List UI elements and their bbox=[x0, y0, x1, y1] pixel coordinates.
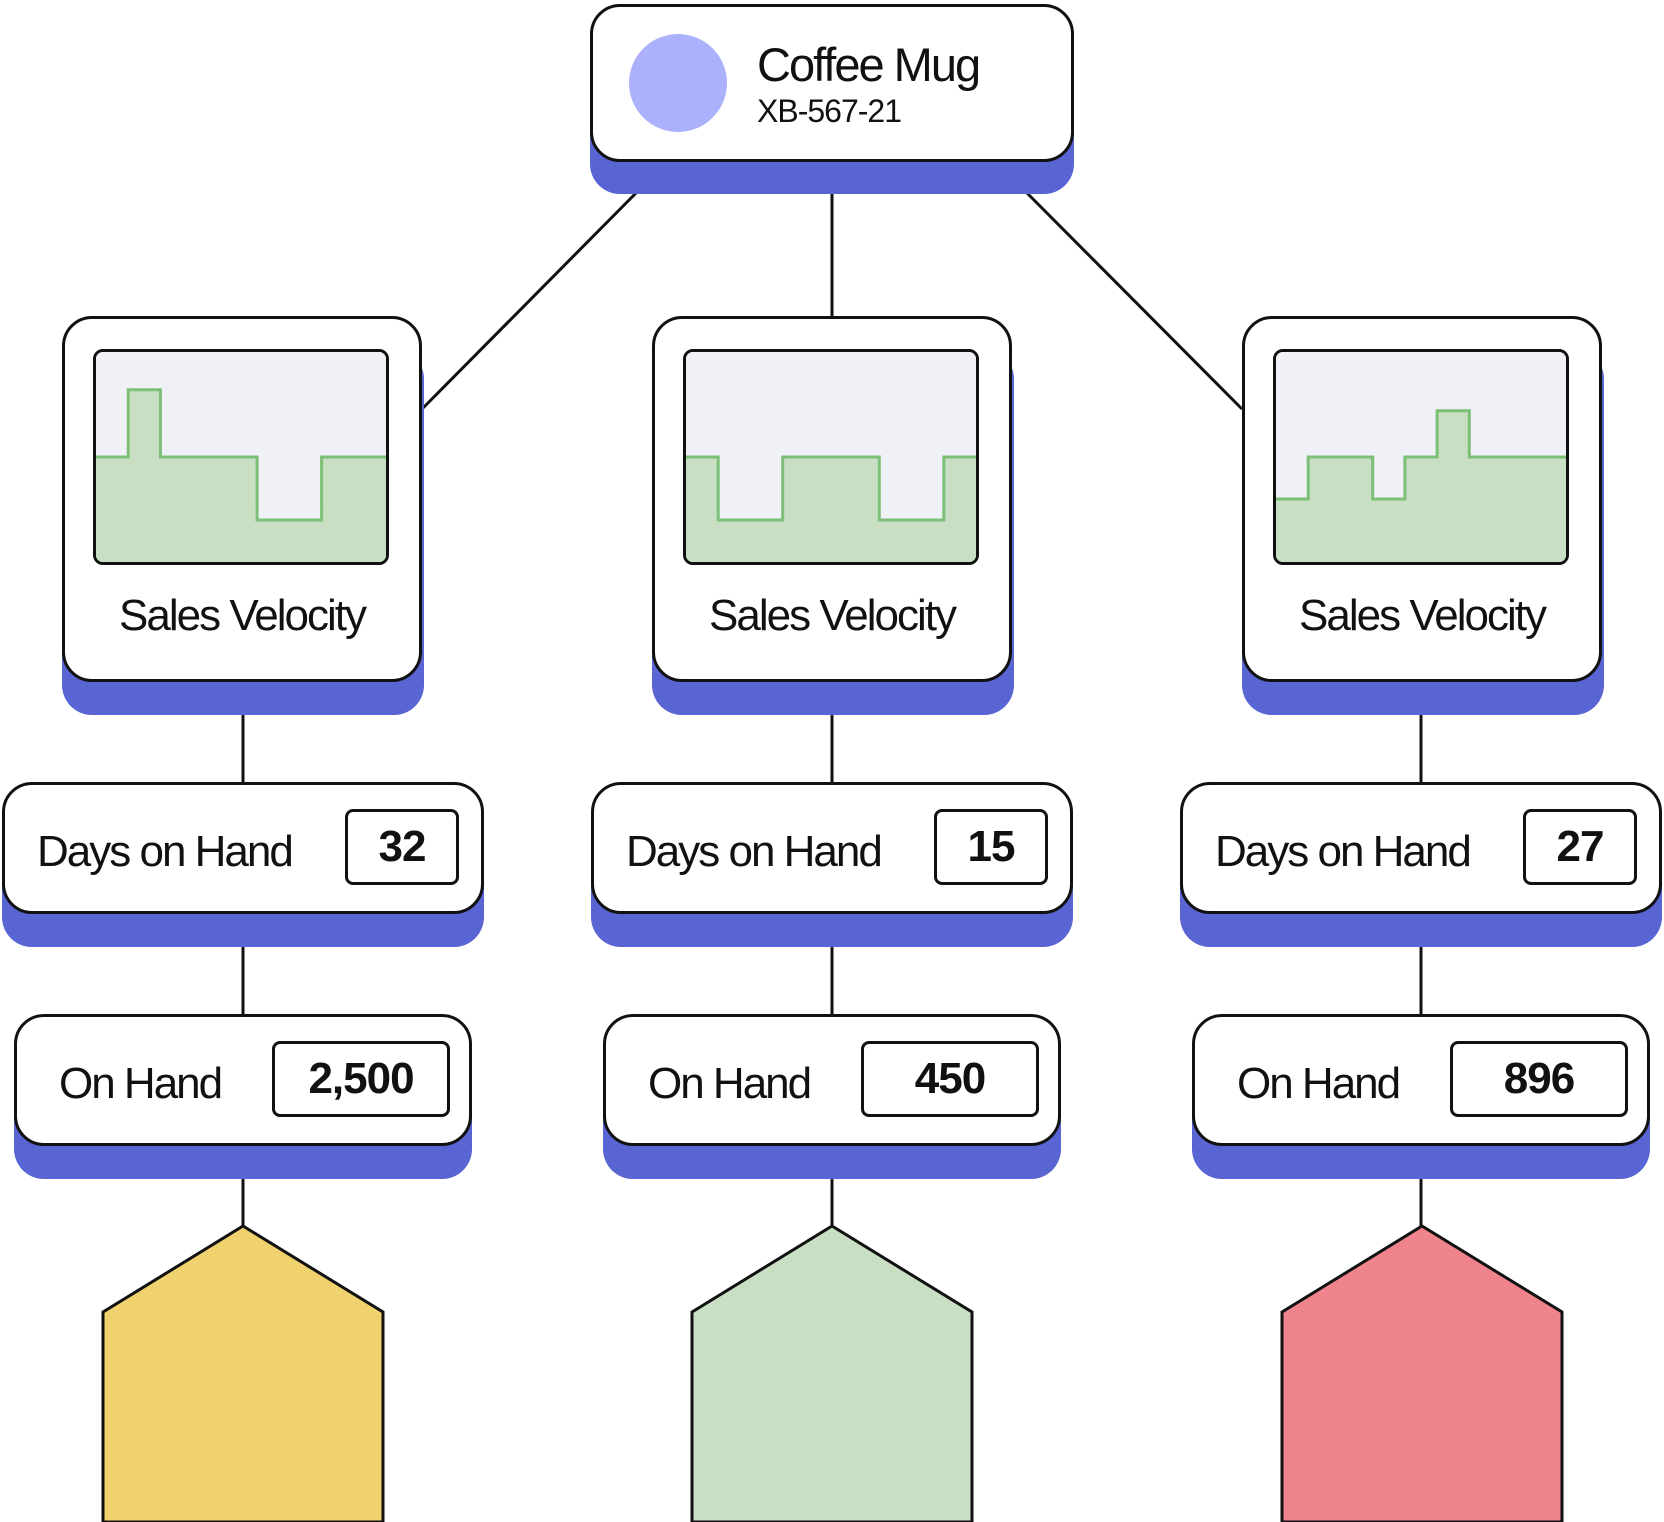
status-tag-right bbox=[1280, 1224, 1564, 1522]
on-hand-value-right: 896 bbox=[1450, 1041, 1628, 1117]
on-hand-label-left: On Hand bbox=[59, 1059, 223, 1108]
on-hand-label-center: On Hand bbox=[648, 1059, 812, 1108]
days-on-hand-label-right: Days on Hand bbox=[1215, 827, 1472, 876]
days-on-hand-value-right: 27 bbox=[1523, 809, 1637, 885]
sales-velocity-line bbox=[96, 388, 386, 522]
sales-velocity-chart-right bbox=[1273, 349, 1569, 565]
days-on-hand-card-left[interactable]: Days on Hand 32 bbox=[2, 782, 484, 914]
on-hand-card-center[interactable]: On Hand 450 bbox=[603, 1014, 1061, 1146]
sales-velocity-label-center: Sales Velocity bbox=[709, 591, 957, 640]
sales-velocity-area bbox=[686, 457, 976, 562]
product-card[interactable]: Coffee Mug XB-567-21 bbox=[590, 4, 1074, 162]
connector-root-left bbox=[420, 190, 639, 411]
days-on-hand-card-right[interactable]: Days on Hand 27 bbox=[1180, 782, 1662, 914]
product-avatar bbox=[629, 34, 727, 132]
days-on-hand-label-center: Days on Hand bbox=[626, 827, 883, 876]
product-sku: XB-567-21 bbox=[757, 93, 902, 129]
on-hand-card-right[interactable]: On Hand 896 bbox=[1192, 1014, 1650, 1146]
sales-velocity-area bbox=[96, 389, 386, 562]
days-on-hand-label-left: Days on Hand bbox=[37, 827, 294, 876]
sales-velocity-line bbox=[686, 455, 976, 522]
sales-velocity-sparkline-left bbox=[96, 352, 386, 562]
sales-velocity-area bbox=[1276, 410, 1566, 562]
sales-velocity-card-left[interactable]: Sales Velocity bbox=[62, 316, 422, 682]
sales-velocity-sparkline-right bbox=[1276, 352, 1566, 562]
days-on-hand-value-left: 32 bbox=[345, 809, 459, 885]
sales-velocity-label-left: Sales Velocity bbox=[119, 591, 367, 640]
status-tag-left bbox=[101, 1224, 385, 1522]
sales-velocity-card-right[interactable]: Sales Velocity bbox=[1242, 316, 1602, 682]
on-hand-value-center: 450 bbox=[861, 1041, 1039, 1117]
on-hand-value-left: 2,500 bbox=[272, 1041, 450, 1117]
product-name: Coffee Mug bbox=[757, 38, 981, 91]
sales-velocity-chart-center bbox=[683, 349, 979, 565]
status-tag-center bbox=[690, 1224, 974, 1522]
sales-velocity-label-right: Sales Velocity bbox=[1299, 591, 1547, 640]
sales-velocity-card-center[interactable]: Sales Velocity bbox=[652, 316, 1012, 682]
days-on-hand-card-center[interactable]: Days on Hand 15 bbox=[591, 782, 1073, 914]
sales-velocity-line bbox=[1276, 409, 1566, 501]
sales-velocity-chart-left bbox=[93, 349, 389, 565]
days-on-hand-value-center: 15 bbox=[934, 809, 1048, 885]
on-hand-card-left[interactable]: On Hand 2,500 bbox=[14, 1014, 472, 1146]
sales-velocity-sparkline-center bbox=[686, 352, 976, 562]
on-hand-label-right: On Hand bbox=[1237, 1059, 1401, 1108]
connector-root-right bbox=[1024, 190, 1244, 411]
